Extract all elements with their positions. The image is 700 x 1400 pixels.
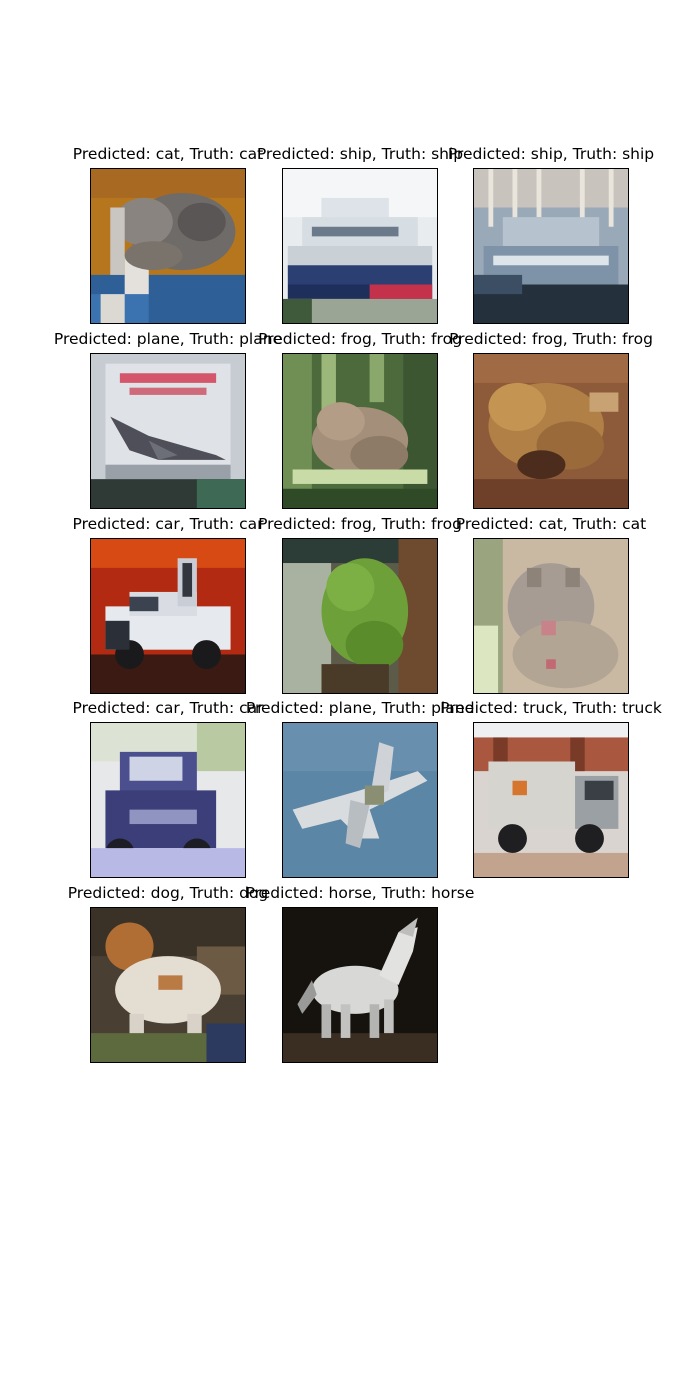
panel-image — [90, 353, 246, 509]
panel-image — [473, 353, 629, 509]
panel-5: Predicted: frog, Truth: frog — [258, 330, 462, 509]
panel-image — [90, 722, 246, 878]
panel-caption: Predicted: ship, Truth: ship — [256, 145, 464, 163]
panel-1: Predicted: cat, Truth: cat — [73, 145, 263, 324]
panel-image — [473, 722, 629, 878]
panel-image — [90, 168, 246, 324]
panel-image — [282, 353, 438, 509]
panel-caption: Predicted: horse, Truth: horse — [245, 884, 475, 902]
panel-caption: Predicted: plane, Truth: plane — [53, 330, 283, 348]
panel-caption: Predicted: cat, Truth: cat — [455, 515, 647, 533]
panel-caption: Predicted: car, Truth: car — [72, 515, 264, 533]
panel-2: Predicted: ship, Truth: ship — [257, 145, 463, 324]
panel-image — [473, 168, 629, 324]
panel-14: Predicted: horse, Truth: horse — [246, 884, 474, 1063]
panel-13: Predicted: dog, Truth: dog — [68, 884, 268, 1063]
panel-caption: Predicted: truck, Truth: truck — [440, 699, 662, 717]
panel-3: Predicted: ship, Truth: ship — [448, 145, 654, 324]
panel-image — [473, 538, 629, 694]
panel-caption: Predicted: cat, Truth: cat — [72, 145, 264, 163]
panel-caption: Predicted: plane, Truth: plane — [245, 699, 475, 717]
panel-caption: Predicted: ship, Truth: ship — [447, 145, 655, 163]
panel-4: Predicted: plane, Truth: plane — [54, 330, 282, 509]
panel-image — [282, 168, 438, 324]
panel-6: Predicted: frog, Truth: frog — [449, 330, 653, 509]
panel-8: Predicted: frog, Truth: frog — [258, 515, 462, 694]
panel-7: Predicted: car, Truth: car — [73, 515, 264, 694]
panel-image — [90, 907, 246, 1063]
panel-image — [282, 722, 438, 878]
panel-caption: Predicted: frog, Truth: frog — [258, 330, 462, 348]
panel-11: Predicted: plane, Truth: plane — [246, 699, 474, 878]
panel-12: Predicted: truck, Truth: truck — [440, 699, 662, 878]
panel-caption: Predicted: car, Truth: car — [72, 699, 264, 717]
panel-caption: Predicted: dog, Truth: dog — [67, 884, 269, 902]
panel-image — [282, 907, 438, 1063]
panel-image — [282, 538, 438, 694]
panel-9: Predicted: cat, Truth: cat — [456, 515, 646, 694]
panel-caption: Predicted: frog, Truth: frog — [258, 515, 462, 533]
panel-caption: Predicted: frog, Truth: frog — [449, 330, 653, 348]
panel-10: Predicted: car, Truth: car — [73, 699, 264, 878]
panel-image — [90, 538, 246, 694]
